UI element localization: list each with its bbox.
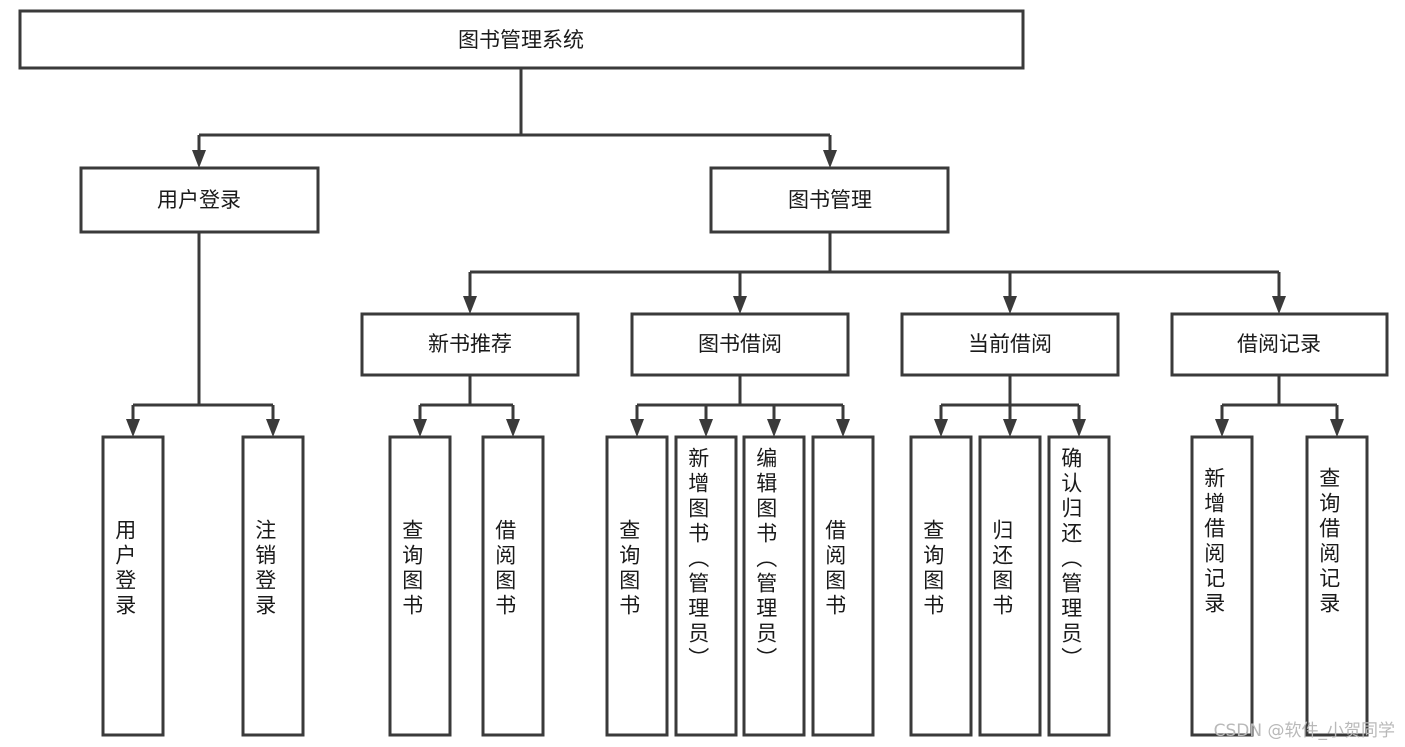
node-root-label: 图书管理系统 — [458, 28, 584, 52]
leaf-label: 借阅图书 — [493, 519, 517, 619]
leaf-node[interactable]: 用户登录 — [101, 435, 165, 737]
node-root[interactable]: 图书管理系统 — [18, 9, 1025, 70]
leaf-label: 查询图书 — [921, 519, 945, 619]
node-user-login-label: 用户登录 — [157, 188, 241, 212]
node-borrow-record-label: 借阅记录 — [1237, 332, 1321, 356]
leaf-label: 编辑图书（管理员） — [754, 447, 778, 672]
leaf-node[interactable]: 注销登录 — [241, 435, 305, 737]
node-new-book-recommend[interactable]: 新书推荐 — [360, 312, 580, 377]
leaf-label: 新增借阅记录 — [1202, 467, 1226, 617]
leaf-node[interactable]: 查询借阅记录 — [1305, 435, 1369, 737]
node-user-login[interactable]: 用户登录 — [79, 166, 320, 234]
leaf-node[interactable]: 借阅图书 — [811, 435, 875, 737]
leaf-label: 注销登录 — [253, 519, 277, 619]
leaf-label: 查询图书 — [617, 519, 641, 619]
leaf-label: 借阅图书 — [823, 519, 847, 619]
leaf-node[interactable]: 编辑图书（管理员） — [742, 435, 806, 737]
node-borrow-record[interactable]: 借阅记录 — [1170, 312, 1389, 377]
node-book-borrow-label: 图书借阅 — [698, 332, 782, 356]
leaf-node[interactable]: 新增借阅记录 — [1190, 435, 1254, 737]
connector-currentborrow-to-leaves — [934, 375, 1086, 437]
leaf-label: 归还图书 — [990, 519, 1014, 619]
connector-userlogin-to-leaves — [126, 232, 280, 437]
leaf-node[interactable]: 归还图书 — [978, 435, 1042, 737]
node-new-book-recommend-label: 新书推荐 — [428, 332, 512, 356]
connector-borrowrecord-to-leaves — [1215, 375, 1344, 437]
leaf-label: 确认归还（管理员） — [1059, 447, 1083, 672]
leaf-label: 用户登录 — [113, 519, 137, 619]
connector-bookborrow-to-leaves — [630, 375, 850, 437]
leaf-label: 查询借阅记录 — [1317, 467, 1341, 617]
connector-bookmgmt-to-level3 — [463, 232, 1286, 314]
node-current-borrow-label: 当前借阅 — [968, 332, 1052, 356]
leaf-node[interactable]: 查询图书 — [605, 435, 669, 737]
leaf-node[interactable]: 查询图书 — [388, 435, 452, 737]
leaf-label: 查询图书 — [400, 519, 424, 619]
leaf-node[interactable]: 查询图书 — [909, 435, 973, 737]
leaf-node[interactable]: 确认归还（管理员） — [1047, 435, 1111, 737]
node-book-management[interactable]: 图书管理 — [709, 166, 950, 234]
leaf-node[interactable]: 借阅图书 — [481, 435, 545, 737]
node-book-management-label: 图书管理 — [788, 188, 872, 212]
leaf-node[interactable]: 新增图书（管理员） — [674, 435, 738, 737]
node-book-borrow[interactable]: 图书借阅 — [630, 312, 850, 377]
connector-root-to-level2 — [192, 68, 837, 168]
connector-newbook-to-leaves — [413, 375, 520, 437]
leaf-label: 新增图书（管理员） — [686, 447, 710, 672]
node-current-borrow[interactable]: 当前借阅 — [900, 312, 1120, 377]
